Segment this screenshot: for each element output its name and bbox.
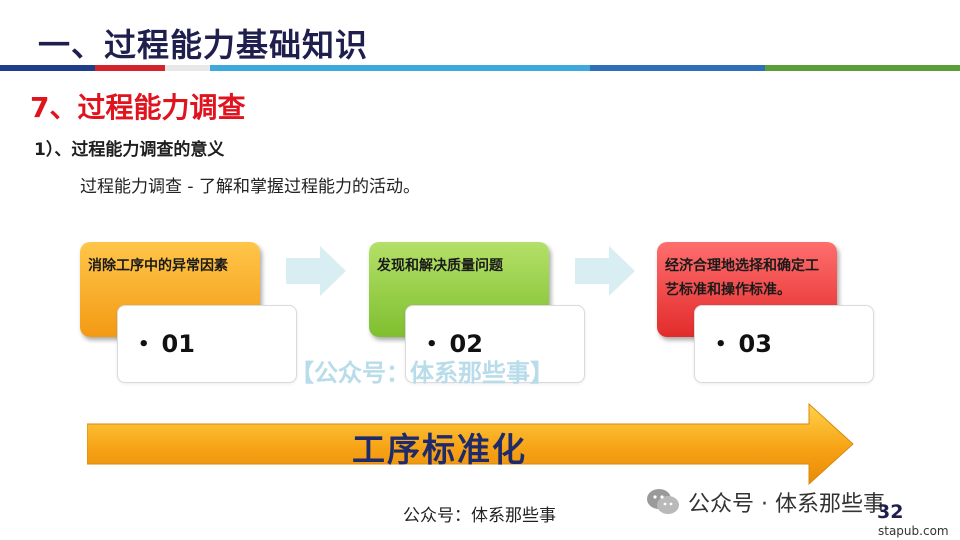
process-box-3-text: 经济合理地选择和确定工艺标准和操作标准。 (665, 258, 819, 298)
description-text: 过程能力调查 - 了解和掌握过程能力的活动。 (80, 177, 420, 197)
footer-text: 公众号：体系那些事 (403, 506, 556, 526)
number-card-1-label: 01 (161, 330, 195, 358)
chevron-arrow-2-icon (575, 246, 635, 296)
number-card-1: • 01 (117, 305, 297, 383)
page-number: 32 (877, 501, 904, 523)
section-subtitle: 7、过程能力调查 (30, 91, 246, 124)
header-divider (0, 65, 960, 71)
number-card-2: • 02 (405, 305, 585, 383)
process-box-2-text: 发现和解决质量问题 (377, 258, 503, 274)
wechat-icon (647, 489, 679, 514)
process-box-1-text: 消除工序中的异常因素 (88, 258, 228, 274)
bullet-dot: • (715, 333, 727, 355)
site-url: stapub.com (878, 524, 949, 538)
number-card-2-label: 02 (449, 330, 483, 358)
chevron-arrow-1-icon (286, 246, 346, 296)
wechat-watermark: 公众号 · 体系那些事 (646, 486, 885, 518)
bullet-dot: • (138, 333, 150, 355)
wechat-label: 公众号 · 体系那些事 (688, 492, 885, 517)
number-card-3: • 03 (694, 305, 874, 383)
standardization-arrow-icon (87, 402, 854, 486)
point-heading: 1）、过程能力调查的意义 (34, 140, 225, 160)
bullet-dot: • (426, 333, 438, 355)
number-card-3-label: 03 (738, 330, 772, 358)
watermark-text: 【公众号：体系那些事】 (290, 359, 554, 387)
arrow-label: 工序标准化 (352, 430, 527, 469)
slide-title: 一、过程能力基础知识 (38, 26, 369, 64)
